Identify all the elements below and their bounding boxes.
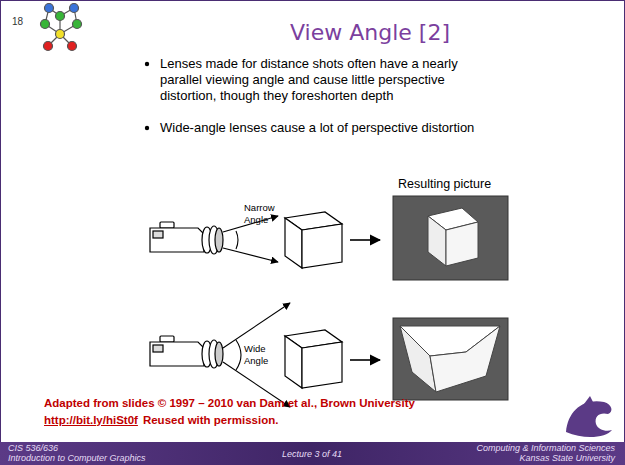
- university-name: Kansas State University: [519, 453, 615, 464]
- bullet-dot: [145, 62, 149, 66]
- course-name: Introduction to Computer Graphics: [8, 453, 146, 464]
- source-link: http://bit.ly/hiSt0f: [44, 413, 138, 427]
- attribution-note: Adapted from slides © 1997 – 2010 van Da…: [44, 396, 415, 410]
- bullet-text: Lenses made for distance shots often hav…: [160, 56, 500, 104]
- angle-label: Narrow Angle: [244, 202, 284, 225]
- graph-icon: [41, 4, 82, 51]
- slide-number: 18: [12, 16, 23, 28]
- camera-symbol: [150, 336, 223, 368]
- slide-title: View Angle [2]: [290, 20, 450, 45]
- lecture-number: Lecture 3 of 41: [282, 449, 342, 460]
- university-logo: [560, 396, 616, 438]
- picture-caption: Resulting picture: [398, 177, 491, 192]
- result-arrow: [350, 359, 380, 361]
- result-arrow: [350, 239, 380, 241]
- cube-object: [285, 212, 342, 268]
- cube-object: [285, 330, 342, 388]
- department-name: Computing & Information Sciences: [476, 443, 615, 454]
- bullet-text: Wide-angle lenses cause a lot of perspec…: [160, 120, 500, 136]
- wide-view-lines: [223, 303, 290, 407]
- result-picture: [393, 196, 508, 280]
- result-cube-distorted: [400, 326, 500, 392]
- bullet-dot: [145, 126, 149, 130]
- result-picture: [393, 318, 508, 400]
- permission-note: Reused with permission.: [143, 413, 278, 427]
- result-cube: [428, 208, 478, 266]
- camera-symbol: [150, 222, 223, 254]
- course-number: CIS 536/636: [8, 443, 58, 454]
- footer-band: [0, 442, 625, 465]
- angle-label: Wide Angle: [244, 343, 280, 366]
